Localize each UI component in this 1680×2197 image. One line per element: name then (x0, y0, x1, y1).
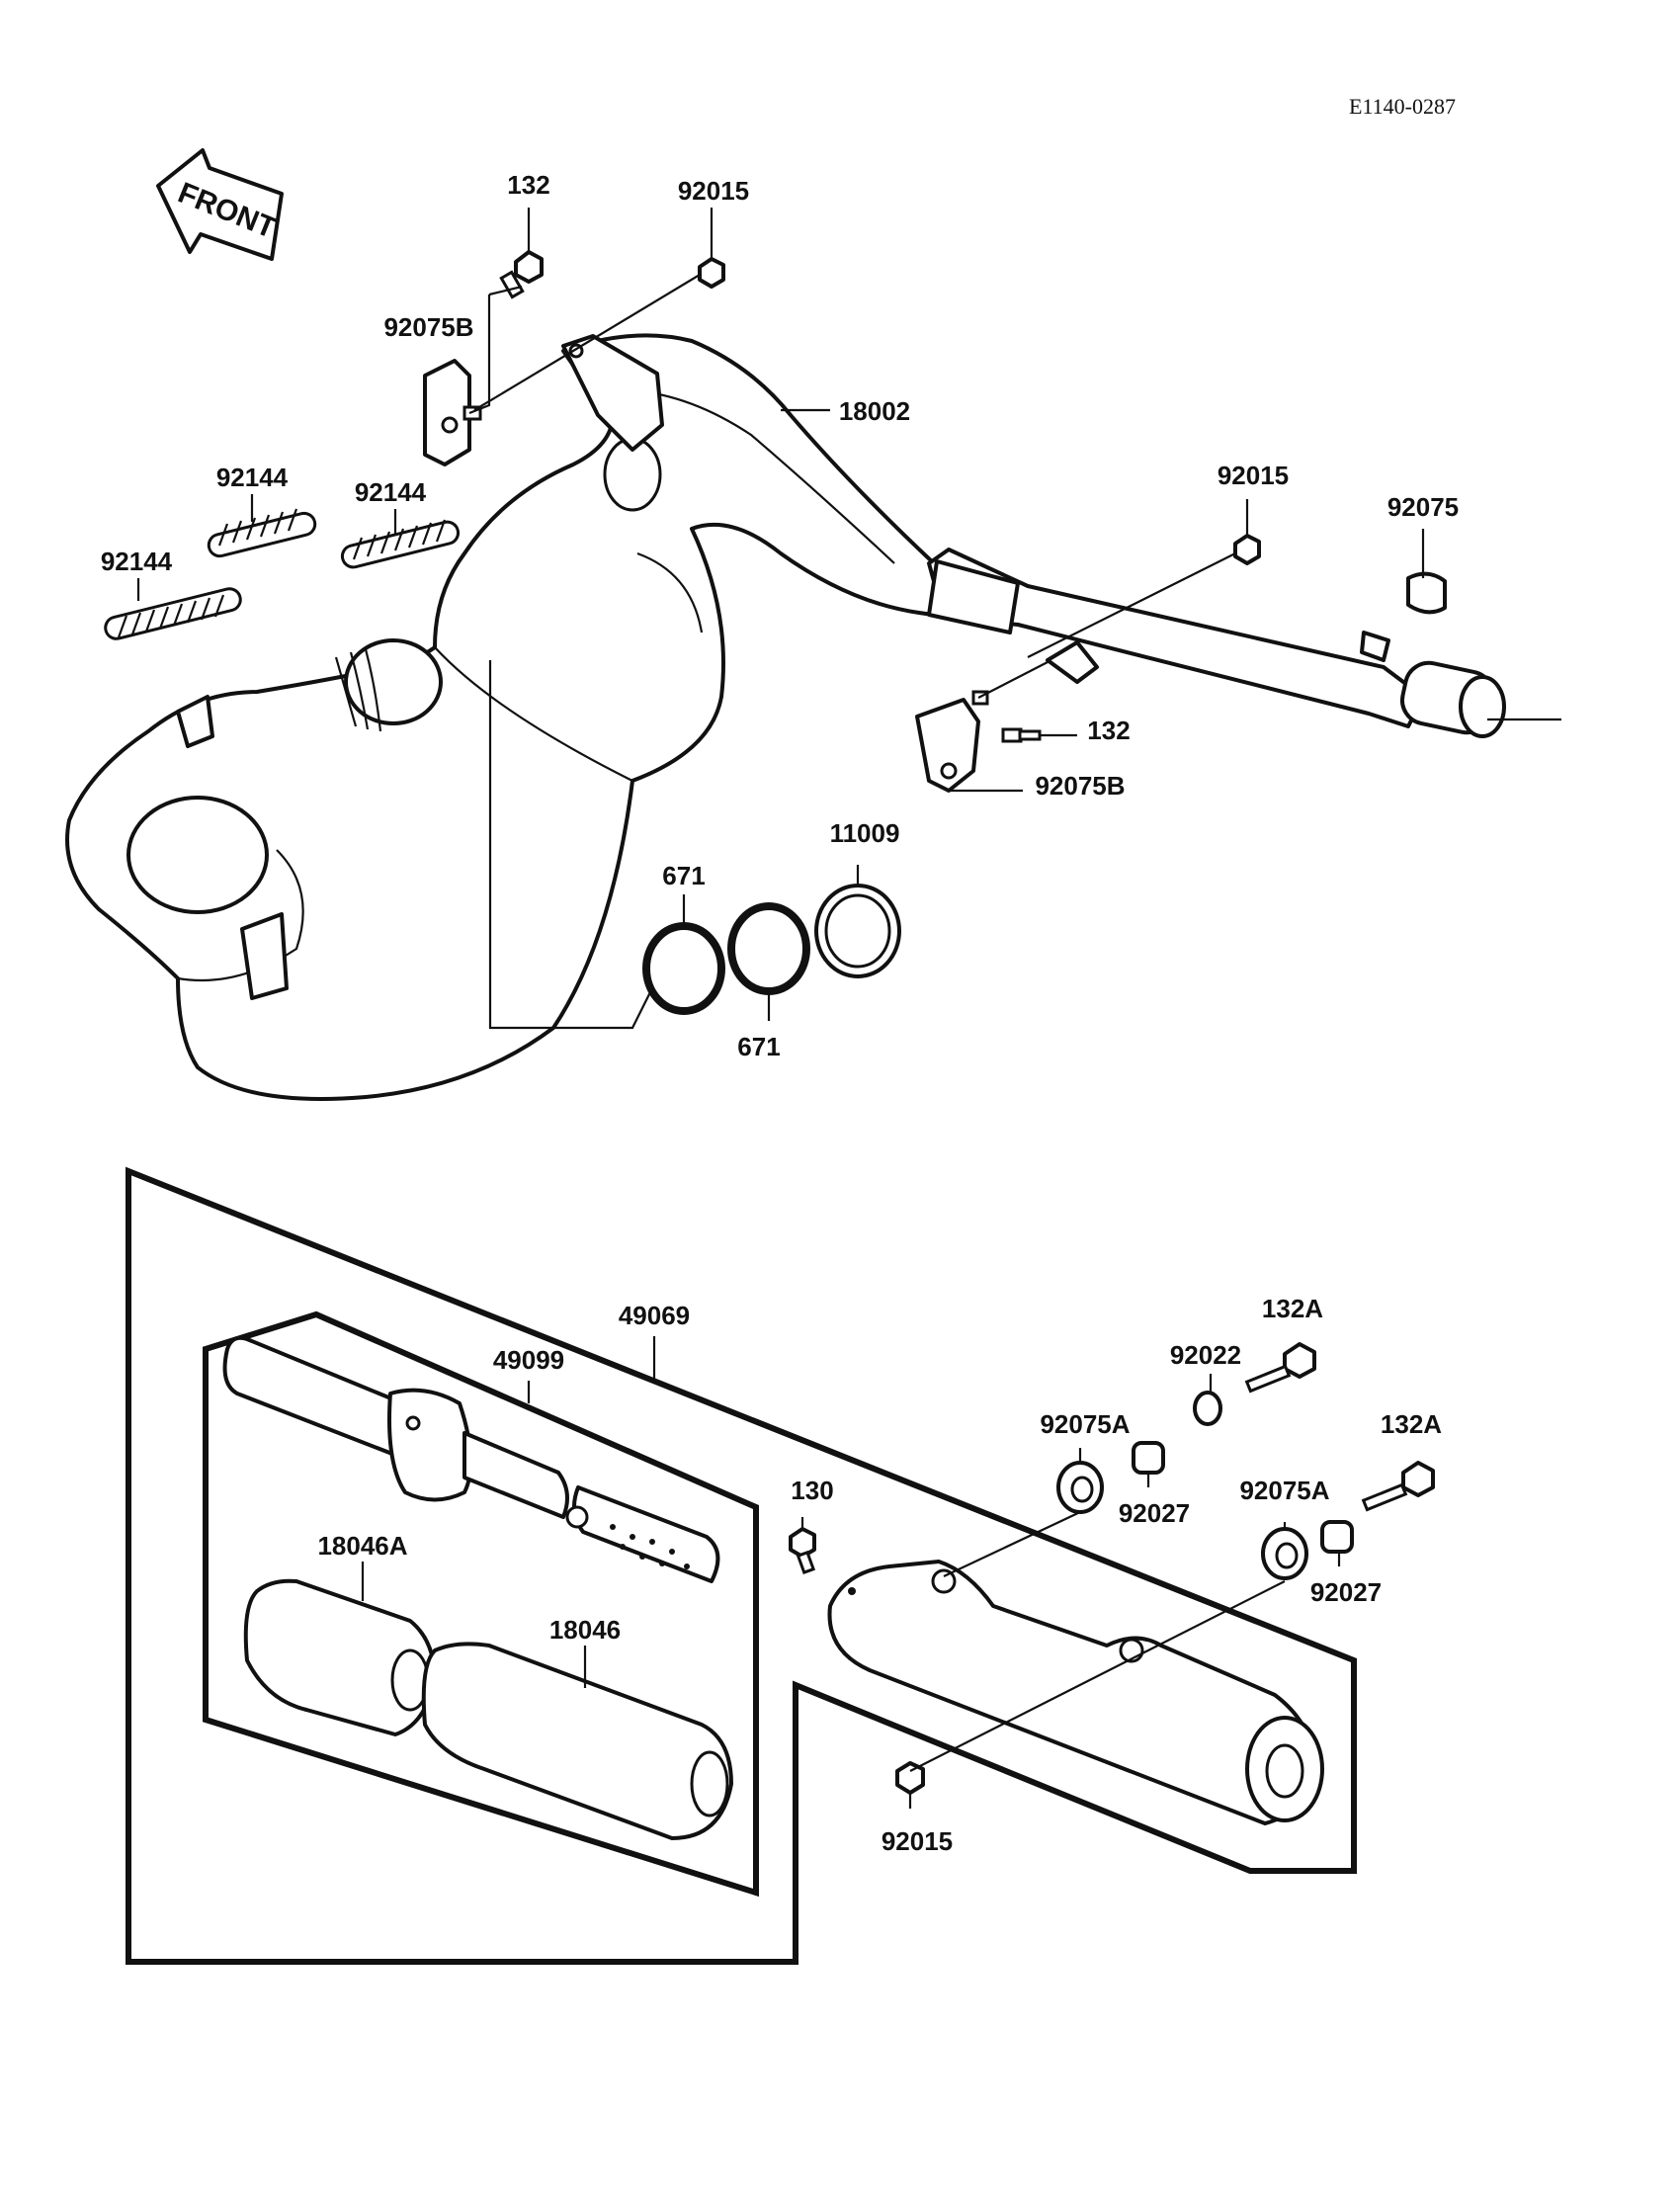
nut-92015-right (1233, 534, 1261, 565)
spring-a (207, 508, 317, 558)
inner-assembly-frame (203, 1310, 759, 1898)
lower-leader-lines (361, 1336, 1341, 1809)
label-130: 130 (791, 1476, 833, 1505)
label-92015-top: 92015 (678, 176, 749, 206)
label-132a-upper: 132A (1262, 1294, 1323, 1323)
spring-b (340, 519, 461, 569)
packing-18046 (421, 1642, 733, 1840)
label-11009: 11009 (830, 818, 900, 848)
washer-92022 (1193, 1391, 1222, 1426)
label-92027-left: 92027 (1119, 1498, 1190, 1528)
bolt-130 (789, 1527, 816, 1575)
label-92015-bottom: 92015 (882, 1826, 953, 1856)
spring-c (104, 587, 242, 640)
collar-92027-right (1320, 1520, 1354, 1554)
damper-92075-right (1406, 571, 1447, 615)
bolt-132-top (499, 250, 544, 299)
damper-92075a-right (1261, 1527, 1308, 1580)
label-92027-right: 92027 (1310, 1577, 1382, 1607)
bracket-92075b-right (915, 690, 989, 793)
label-92144-b: 92144 (355, 477, 427, 507)
label-92075a-right: 92075A (1239, 1476, 1329, 1505)
damper-92075a-left (1056, 1461, 1104, 1514)
label-92022: 92022 (1170, 1340, 1241, 1370)
label-18002: 18002 (839, 396, 910, 426)
label-92075a-left: 92075A (1040, 1409, 1130, 1439)
label-671-upper: 671 (662, 861, 705, 890)
label-132a-lower: 132A (1381, 1409, 1442, 1439)
silencer-assembly-frame (126, 1166, 1357, 1965)
label-18046: 18046 (549, 1615, 621, 1645)
label-92075-right: 92075 (1387, 492, 1459, 522)
nut-92015-bottom (895, 1761, 925, 1795)
label-92144-c: 92144 (101, 547, 173, 576)
label-49069: 49069 (619, 1301, 690, 1330)
label-49099: 49099 (493, 1345, 564, 1375)
label-92075b-top: 92075B (383, 312, 473, 342)
inner-pipe-49099 (222, 1335, 720, 1583)
label-18046a: 18046A (317, 1531, 407, 1561)
packing-18046a (243, 1578, 437, 1736)
bolt-132a-upper (1244, 1342, 1316, 1394)
upper-leader-lines (136, 208, 1561, 1030)
document-code: E1140-0287 (1349, 94, 1456, 119)
bolt-132-right (1001, 727, 1042, 743)
expansion-chamber (65, 333, 1506, 1101)
bracket-92075b-top (423, 359, 482, 466)
oring-671-lower (727, 902, 810, 995)
front-arrow-icon: FRONT (156, 148, 284, 261)
gasket-11009 (814, 884, 901, 978)
oring-671-upper (642, 922, 725, 1015)
nut-92015-top (698, 257, 725, 289)
label-92144-a: 92144 (216, 463, 289, 492)
label-92015-right: 92015 (1218, 461, 1289, 490)
label-92075b-right: 92075B (1035, 771, 1125, 801)
silencer-body (827, 1560, 1324, 1825)
collar-92027-left (1132, 1441, 1165, 1475)
label-132-right: 132 (1087, 716, 1130, 745)
label-671-lower: 671 (737, 1032, 780, 1061)
label-132-top: 132 (507, 170, 549, 200)
bolt-132a-lower (1361, 1461, 1435, 1512)
